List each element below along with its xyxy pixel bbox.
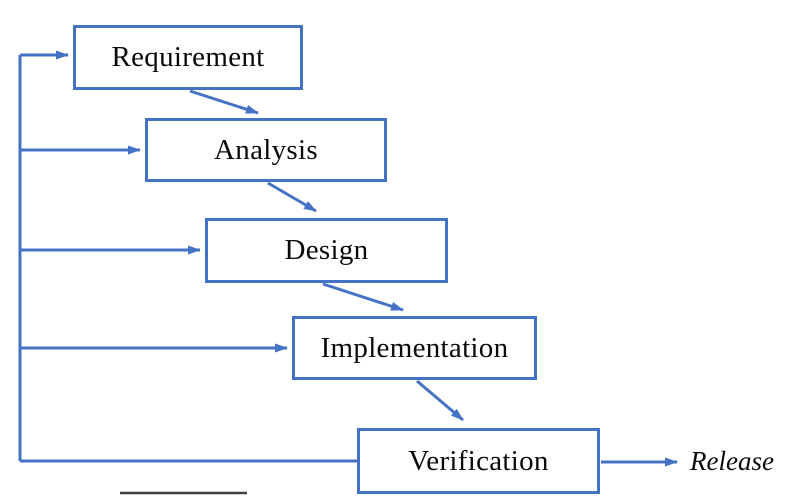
stage-box-requirement: Requirement	[73, 25, 303, 90]
flow-arrow-requirement-analysis	[189, 89, 259, 115]
stage-label-design: Design	[284, 234, 369, 266]
stage-box-verification: Verification	[357, 428, 600, 494]
release-label: Release	[690, 446, 774, 476]
stage-label-implementation: Implementation	[320, 331, 509, 364]
stage-label-requirement: Requirement	[111, 41, 265, 73]
stage-label-verification: Verification	[408, 444, 549, 477]
stage-box-analysis: Analysis	[145, 118, 387, 182]
flow-arrow-analysis-design	[267, 181, 317, 213]
stage-box-design: Design	[205, 218, 448, 283]
stage-box-implementation: Implementation	[292, 316, 537, 380]
stage-label-analysis: Analysis	[214, 133, 318, 166]
flow-arrow-implementation-verification	[416, 379, 464, 422]
flow-arrow-design-implementation	[322, 282, 404, 312]
